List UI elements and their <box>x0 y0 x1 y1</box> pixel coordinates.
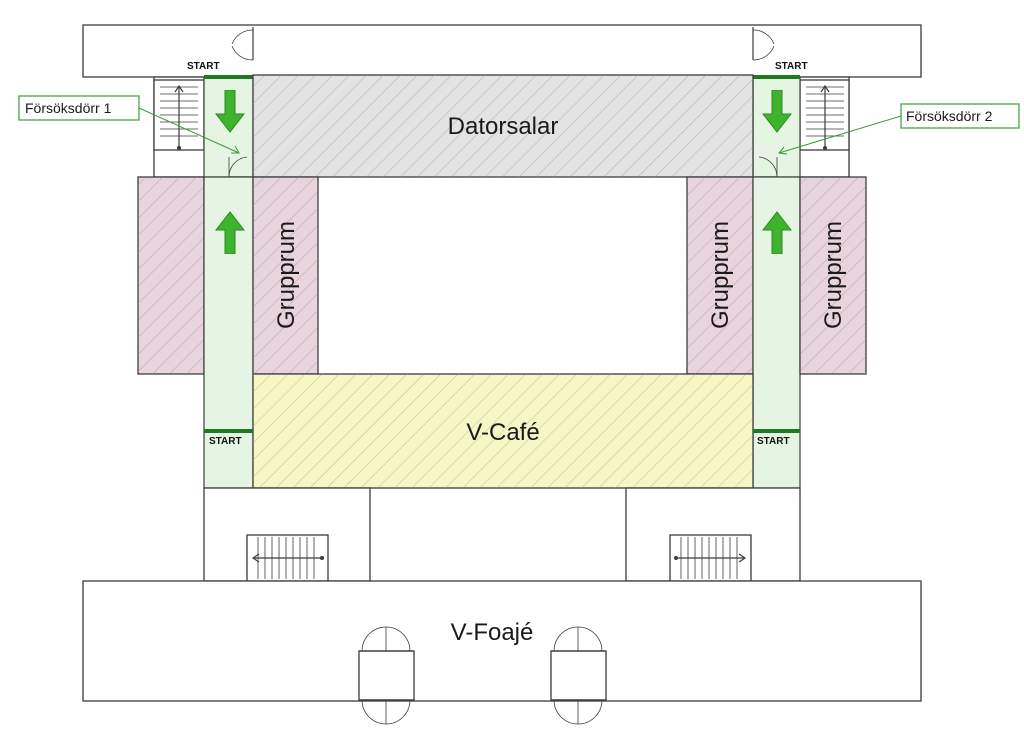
room-label-datorsalar: Datorsalar <box>448 113 559 140</box>
start-label-bottom-left: START <box>209 436 242 447</box>
lower-right-stair <box>669 534 752 582</box>
room-label-grupprum-left: Grupprum <box>273 221 300 329</box>
room-vfoaje <box>82 580 922 702</box>
callout-label-door-1: Försöksdörr 1 <box>25 100 112 116</box>
top-wing <box>82 24 922 78</box>
room-label-vcafe: V-Café <box>466 419 539 446</box>
door-top-right <box>752 27 775 61</box>
right-stairwell <box>799 79 850 151</box>
lower-left-stair <box>246 534 329 582</box>
room-label-grupprum-right-outer: Grupprum <box>820 221 847 329</box>
start-bar-bottom-right <box>753 429 800 433</box>
callout-door-1: Försöksdörr 1 <box>18 95 240 154</box>
start-bar-bottom-left <box>204 429 253 433</box>
entrance-left <box>358 626 415 725</box>
callout-label-door-2: Försöksdörr 2 <box>906 108 993 124</box>
start-label-bottom-right: START <box>757 436 790 447</box>
start-label-top-right: START <box>775 61 808 72</box>
left-stairwell <box>153 79 205 151</box>
start-label-top-left: START <box>187 61 220 72</box>
door-top-left <box>231 27 254 61</box>
start-bar-top-right <box>753 75 800 79</box>
room-label-grupprum-right-inner: Grupprum <box>707 221 734 329</box>
start-bar-top-left <box>204 75 253 79</box>
room-label-vfoaje: V-Foajé <box>451 619 534 646</box>
entrance-right <box>550 626 607 725</box>
callout-door-2: Försöksdörr 2 <box>778 103 1020 155</box>
